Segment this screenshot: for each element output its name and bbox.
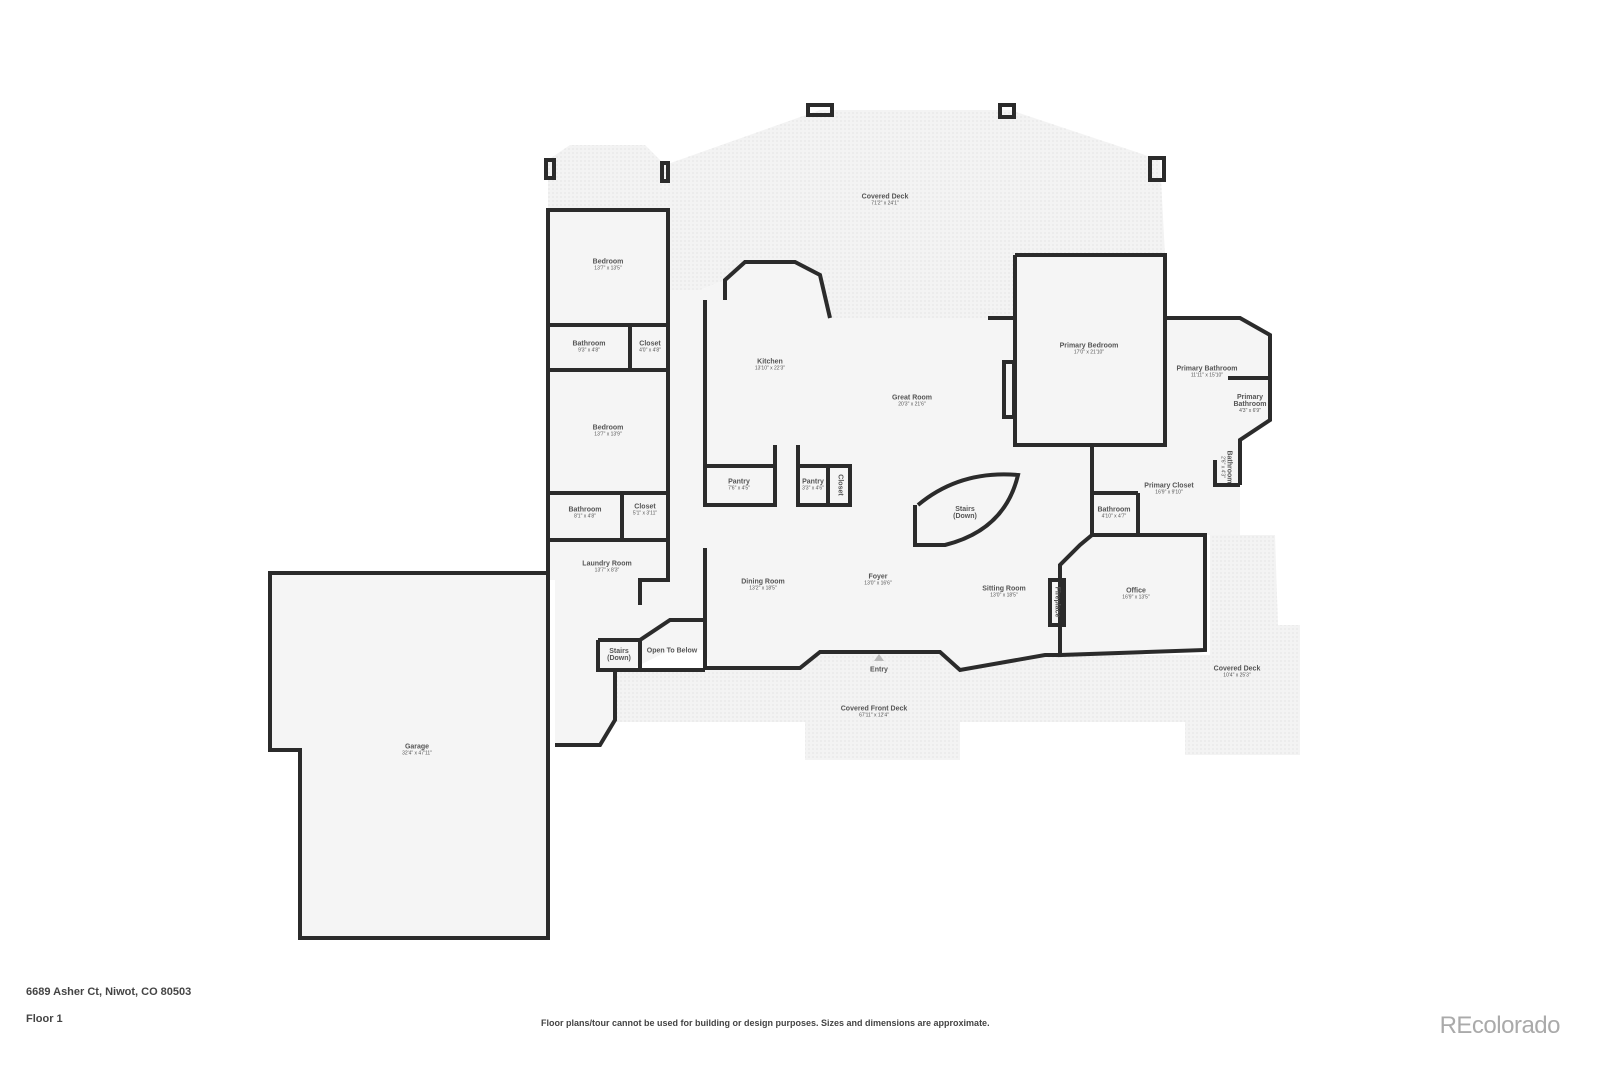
floor-label: Floor 1 xyxy=(26,1013,63,1025)
room-label: Closet xyxy=(836,474,844,496)
room-label: Stairs (Down) xyxy=(607,648,631,662)
recolorado-logo: REcolorado xyxy=(1439,1012,1561,1039)
garage-floor xyxy=(270,573,548,938)
room-label: Entry xyxy=(870,666,888,674)
covered-deck-rear xyxy=(548,110,1165,318)
address: 6689 Asher Ct, Niwot, CO 80503 xyxy=(26,986,192,998)
house-floor xyxy=(548,210,1270,745)
entry-arrow-icon xyxy=(874,654,884,661)
room-label: Stairs (Down) xyxy=(953,506,977,520)
walls xyxy=(268,103,1272,940)
covered-front-deck xyxy=(615,535,1300,760)
disclaimer: Floor plans/tour cannot be used for buil… xyxy=(541,1018,990,1028)
room-label: Fireplace xyxy=(1053,586,1061,618)
room-label: Open To Below xyxy=(646,647,698,655)
